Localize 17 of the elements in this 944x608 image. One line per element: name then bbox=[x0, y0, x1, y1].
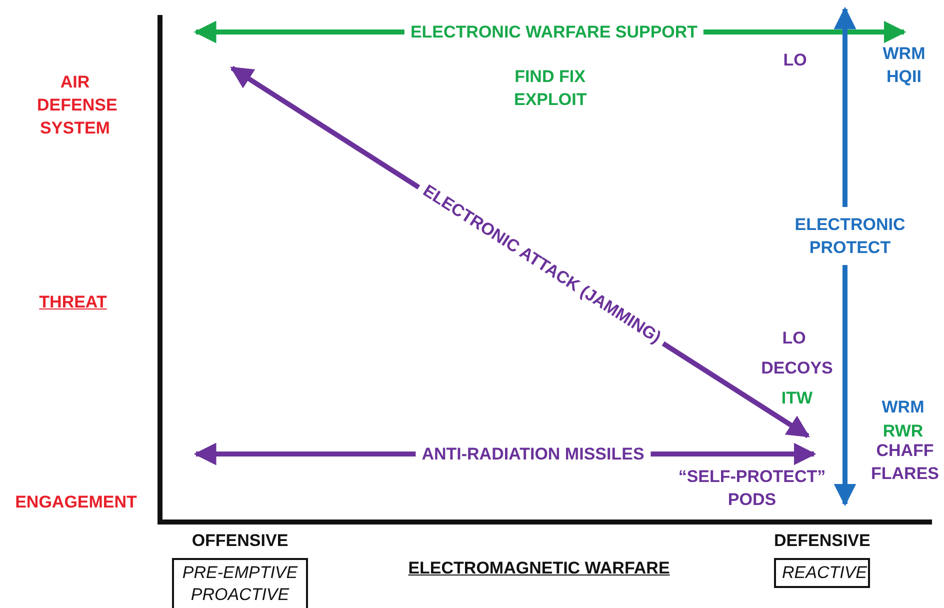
category-label: DECOYS bbox=[760, 358, 834, 380]
category-box: REACTIVE bbox=[774, 558, 870, 588]
category-label: WRM bbox=[880, 396, 926, 418]
axis-title: ELECTROMAGNETIC WARFARE bbox=[408, 558, 670, 580]
axis-title: THREAT bbox=[39, 292, 107, 314]
category-label: RWR bbox=[882, 420, 924, 442]
axis-end-label: OFFENSIVE bbox=[190, 530, 290, 552]
category-label: WRM HQII bbox=[882, 43, 926, 88]
axis-end-label: DEFENSIVE bbox=[774, 530, 870, 552]
category-label: LO bbox=[782, 50, 808, 72]
category-label: LO bbox=[781, 328, 807, 350]
category-box: PRE-EMPTIVE PROACTIVE bbox=[172, 558, 308, 608]
category-label: ITW bbox=[780, 388, 814, 410]
category-label: FIND FIX EXPLOIT bbox=[514, 66, 586, 111]
category-label: CHAFF FLARES bbox=[870, 440, 940, 485]
category-label: ENGAGEMENT bbox=[15, 492, 137, 514]
category-label: “SELF-PROTECT” PODS bbox=[677, 466, 827, 511]
